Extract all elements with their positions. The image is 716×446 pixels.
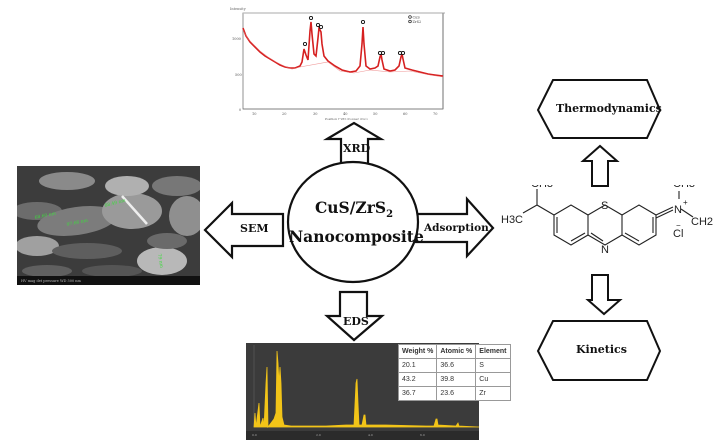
svg-text:CH3: CH3	[673, 185, 695, 190]
svg-text:N: N	[674, 204, 682, 216]
svg-text:70: 70	[433, 112, 437, 116]
sem-annotation: 68.60 nm	[34, 210, 57, 220]
svg-text:CH3: CH3	[531, 185, 553, 190]
sem-micrograph: 68.60 nm 97.66 nm 88.49 nm 79 nm HV mag …	[17, 166, 200, 285]
svg-text:+: +	[683, 198, 688, 207]
xrd-peak-markers	[302, 15, 406, 56]
svg-text:60: 60	[403, 112, 407, 116]
svg-text:1000: 1000	[232, 37, 241, 41]
sem-label: SEM	[240, 222, 269, 235]
xrd-label: XRD	[343, 142, 371, 155]
xrd-legend: CuS ZrS2	[408, 15, 422, 24]
svg-text:CH2: CH2	[691, 216, 713, 228]
svg-text:20: 20	[282, 112, 286, 116]
center-title-line2: Nanocomposite	[289, 227, 424, 247]
xrd-chart: Intensity 1000 500 0 10 20 30 40 50 60 7…	[230, 4, 445, 121]
svg-text:H3C: H3C	[501, 214, 523, 226]
svg-text:Cl: Cl	[673, 228, 683, 240]
xrd-plot: Intensity 1000 500 0 10 20 30 40 50 60 7…	[230, 7, 445, 121]
table-row: 36.7 23.6 Zr	[397, 386, 511, 401]
center-title: CuS/ZrS2 Nanocomposite	[289, 198, 424, 247]
sem-info-bar: HV mag det pressure WD 500 nm	[21, 279, 82, 283]
sem-annotation: 88.49 nm	[104, 197, 127, 209]
sem-annotation: 97.66 nm	[66, 217, 89, 227]
svg-text:CuS: CuS	[413, 15, 421, 19]
svg-text:50: 50	[373, 112, 377, 116]
svg-text:6.0: 6.0	[420, 433, 425, 437]
svg-text:30: 30	[313, 112, 317, 116]
svg-text:ZrS2: ZrS2	[413, 20, 422, 24]
sem-annotation: 79 nm	[156, 253, 165, 269]
svg-text:S: S	[601, 200, 608, 212]
svg-text:Position [°2θ] (Copper (Cu)): Position [°2θ] (Copper (Cu))	[325, 117, 368, 120]
eds-peaks	[253, 350, 480, 429]
xrd-arrow	[322, 121, 386, 169]
sem-arrow	[203, 200, 285, 260]
svg-text:0: 0	[239, 108, 241, 112]
svg-text:0.0: 0.0	[252, 433, 257, 437]
kinetics-box	[536, 320, 662, 381]
svg-text:N: N	[601, 244, 609, 256]
table-row: 20.1 36.6 S	[397, 358, 511, 373]
kinetics-label: Kinetics	[576, 343, 627, 356]
svg-text:10: 10	[252, 112, 256, 116]
svg-text:−: −	[676, 221, 681, 230]
xrd-curve	[242, 21, 444, 77]
center-circle	[286, 160, 420, 284]
sem-image: 68.60 nm 97.66 nm 88.49 nm 79 nm HV mag …	[17, 166, 200, 285]
svg-text:40: 40	[343, 112, 347, 116]
svg-text:2.0: 2.0	[316, 433, 321, 437]
svg-text:500: 500	[235, 73, 242, 77]
thermodynamics-arrow	[580, 144, 620, 187]
table-header-row: Weight % Atomic % Element	[397, 344, 511, 359]
xrd-ylabel: Intensity	[230, 7, 246, 11]
table-row: 43.2 39.8 Cu	[397, 372, 511, 387]
molecule-structure: CH3 H3C S N N + CH3 CH2 Cl −	[501, 185, 713, 256]
eds-arrow	[324, 290, 385, 342]
thermodynamics-label: Thermodynamics	[556, 102, 662, 115]
eds-label: EDS	[343, 315, 369, 328]
kinetics-arrow	[585, 274, 623, 316]
adsorption-arrow	[414, 196, 495, 259]
eds-composition-table: Weight % Atomic % Element 20.1 36.6 S 43…	[397, 344, 511, 401]
center-title-line1: CuS/ZrS	[314, 198, 387, 217]
thermodynamics-box	[536, 79, 662, 139]
adsorption-label: Adsorption	[424, 222, 489, 234]
svg-text:4.0: 4.0	[368, 433, 373, 437]
